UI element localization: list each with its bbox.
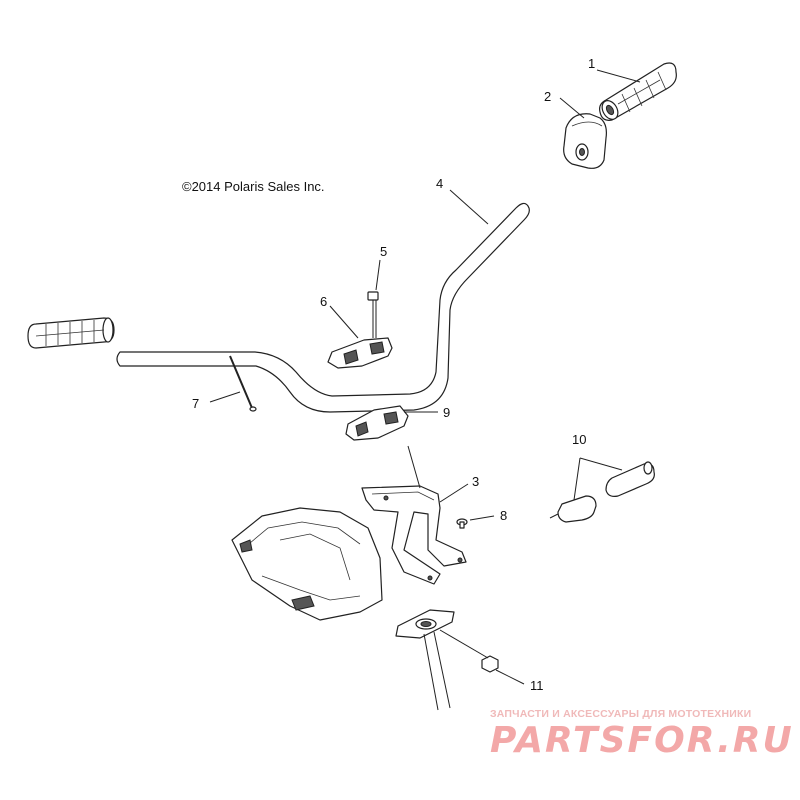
- callout-6: 6: [320, 294, 327, 309]
- leader-3a: [407, 445, 421, 489]
- leader-11b: [495, 669, 525, 685]
- callout-11: 11: [530, 678, 544, 693]
- leader-1: [596, 69, 641, 83]
- part-6-upper-clamp: [327, 337, 393, 369]
- callout-7: 7: [192, 396, 199, 411]
- leader-5: [375, 259, 381, 291]
- copyright-text: ©2014 Polaris Sales Inc.: [182, 179, 325, 194]
- steering-post: [395, 609, 455, 711]
- callout-3: 3: [472, 474, 479, 489]
- callout-10: 10: [572, 432, 586, 447]
- leader-2: [559, 97, 585, 119]
- callout-5: 5: [380, 244, 387, 259]
- part-11-nut: [481, 655, 499, 673]
- leader-3b: [439, 483, 469, 503]
- handlebar-pod-cover: [231, 507, 383, 621]
- leader-4: [449, 189, 489, 225]
- callout-9: 9: [443, 405, 450, 420]
- callout-1: 1: [588, 56, 595, 71]
- leader-7: [209, 391, 241, 403]
- part-8-screw: [456, 518, 468, 529]
- part-7-rod: [229, 355, 257, 412]
- part-1-right-grip: [599, 62, 677, 121]
- part-5-bolt: [367, 291, 379, 338]
- callout-2: 2: [544, 89, 551, 104]
- part-2-throttle-housing: [563, 113, 607, 169]
- watermark-caption: ЗАПЧАСТИ И АКСЕССУАРЫ ДЛЯ МОТОТЕХНИКИ: [490, 708, 751, 720]
- left-grip: [27, 317, 115, 349]
- callout-8: 8: [500, 508, 507, 523]
- leader-10b: [573, 457, 581, 501]
- leader-11a: [439, 629, 489, 659]
- part-10-switch: [549, 461, 655, 523]
- callout-4: 4: [436, 176, 443, 191]
- part-9-lower-clamp: [345, 405, 409, 441]
- leader-10a: [579, 457, 623, 471]
- watermark-logo: PARTSFOR.RU: [490, 720, 794, 761]
- leader-6: [329, 305, 359, 339]
- leader-8: [469, 515, 495, 521]
- part-4-handlebar: [116, 202, 530, 413]
- part-3-bracket: [361, 485, 467, 585]
